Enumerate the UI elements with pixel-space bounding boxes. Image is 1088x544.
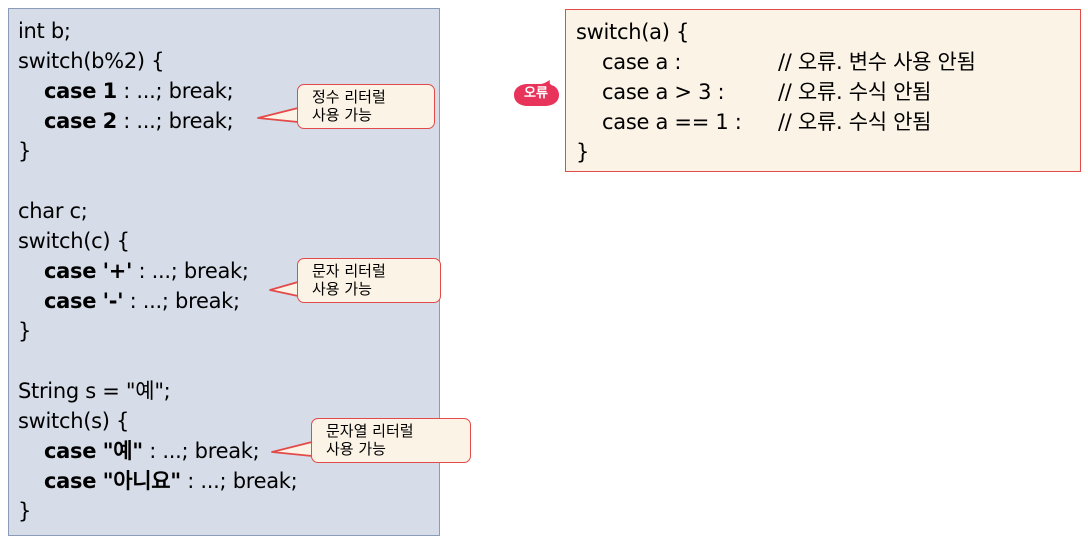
int-literal-callout: 정수 리터럴 사용 가능 xyxy=(297,84,435,129)
char-decl: char c; xyxy=(18,199,88,223)
error-close: } xyxy=(576,140,590,164)
error-row-3-comment: // 오류. 수식 안됨 xyxy=(778,110,932,134)
string-case-1: case "예" : ...; break; xyxy=(44,439,260,463)
error-row-3-code: case a == 1 : xyxy=(602,110,742,134)
string-switch: switch(s) { xyxy=(18,409,130,433)
string-callout-line2: 사용 가능 xyxy=(326,440,386,458)
string-literal-callout: 문자열 리터럴 사용 가능 xyxy=(311,418,471,463)
string-decl: String s = "예"; xyxy=(18,379,171,403)
int-case-1: case 1 : ...; break; xyxy=(44,79,234,103)
int-decl: int b; xyxy=(18,19,71,43)
error-badge: 오류 xyxy=(510,79,562,109)
error-example-panel xyxy=(565,9,1081,172)
error-row-1-comment: // 오류. 변수 사용 안됨 xyxy=(778,50,976,74)
int-callout-line2: 사용 가능 xyxy=(312,106,372,124)
string-close: } xyxy=(18,499,32,523)
error-row-2-code: case a > 3 : xyxy=(602,80,725,104)
char-case-2: case '-' : ...; break; xyxy=(44,289,240,313)
int-close: } xyxy=(18,139,32,163)
error-badge-shape xyxy=(514,80,559,106)
error-row-1-code: case a : xyxy=(602,50,682,74)
error-badge-label: 오류 xyxy=(524,86,548,101)
error-switch: switch(a) { xyxy=(576,20,690,44)
int-case-2: case 2 : ...; break; xyxy=(44,109,234,133)
char-switch: switch(c) { xyxy=(18,229,130,253)
error-row-2-comment: // 오류. 수식 안됨 xyxy=(778,80,932,104)
string-case-2: case "아니요" : ...; break; xyxy=(44,469,298,493)
char-close: } xyxy=(18,319,32,343)
string-callout-line1: 문자열 리터럴 xyxy=(326,422,414,440)
int-callout-line1: 정수 리터럴 xyxy=(312,88,386,106)
char-case-1: case '+' : ...; break; xyxy=(44,259,249,283)
char-callout-line1: 문자 리터럴 xyxy=(312,262,386,280)
int-switch: switch(b%2) { xyxy=(18,49,165,73)
char-literal-callout: 문자 리터럴 사용 가능 xyxy=(297,258,441,303)
char-callout-line2: 사용 가능 xyxy=(312,280,372,298)
